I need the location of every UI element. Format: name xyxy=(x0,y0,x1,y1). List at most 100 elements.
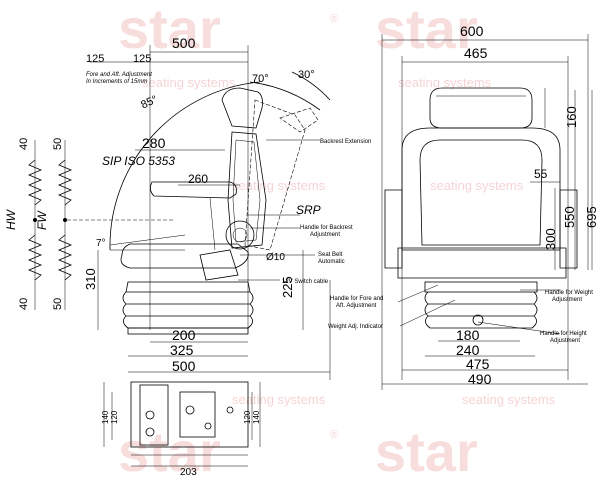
spring-labels: HW FW 40 40 50 50 xyxy=(4,138,64,310)
dim-600-top: 600 xyxy=(460,23,484,39)
seat-cushion-side xyxy=(120,243,249,269)
side-view-dims: 500 125 125 Fore and Aft. Adjustment In … xyxy=(83,35,321,374)
watermark-registered-2: ® xyxy=(330,429,338,441)
backrest-side xyxy=(227,131,267,249)
callout-backrest-extension: Backrest Extension xyxy=(320,139,371,145)
callout-handle-weight-1: Handle for Weight xyxy=(545,290,593,296)
armrest-right-front xyxy=(559,189,578,269)
dim-140-right: 140 xyxy=(252,410,261,424)
dim-500-top: 500 xyxy=(172,35,196,51)
callout-handle-fore-aft-1: Handle for Fore and xyxy=(330,296,383,302)
hw-pivot xyxy=(33,218,37,222)
srp-label: SRP xyxy=(296,203,321,217)
armrest-left-front xyxy=(384,189,403,269)
fw-pivot xyxy=(63,218,67,222)
headrest-side xyxy=(221,87,263,129)
fw-top-value: 50 xyxy=(52,138,64,150)
watermark-registered-1: ® xyxy=(330,13,338,25)
angle-30: 30° xyxy=(298,69,315,81)
seat-cushion-front xyxy=(397,247,567,279)
dim-325-bottom: 325 xyxy=(170,342,194,358)
callout-seat-belt-2: Automatic xyxy=(318,259,345,265)
spring-graphics xyxy=(27,140,175,310)
backrest-front xyxy=(401,127,561,251)
dim-550: 550 xyxy=(562,206,577,228)
headrest-front xyxy=(429,87,533,129)
base-plate-drawing xyxy=(103,381,261,467)
fore-aft-note-2: In Increments of 15mm xyxy=(86,79,147,85)
dim-300: 300 xyxy=(543,228,558,250)
angle-70: 70° xyxy=(252,73,269,85)
watermark-brand-top-left: star xyxy=(118,0,221,60)
hw-top-value: 40 xyxy=(18,138,30,150)
watermark-tagline-mid-right: seating systems xyxy=(430,178,524,193)
callout-weight-indicator: Weight Adj. Indicator xyxy=(328,324,383,330)
dim-475-bottom: 475 xyxy=(466,356,490,372)
watermark-tagline-top-right: seating systems xyxy=(398,75,492,90)
recline-mechanism xyxy=(225,220,255,250)
callout-switch-cable: 12V Switch cable xyxy=(282,279,329,285)
recline-arc-30 xyxy=(291,71,331,101)
callout-handle-fore-aft-2: Aft. Adjustment xyxy=(336,303,377,309)
dim-203: 203 xyxy=(180,467,197,478)
hw-label: HW xyxy=(4,208,18,230)
dim-125-right: 125 xyxy=(133,53,151,65)
dim-55: 55 xyxy=(534,167,548,181)
sip-label: SIP ISO 5353 xyxy=(102,154,175,168)
watermark-brand-top-right: star xyxy=(375,0,478,60)
front-view-callouts: Handle for Fore and Aft. Adjustment Weig… xyxy=(328,290,593,344)
dim-695: 695 xyxy=(584,206,599,228)
dim-500-bottom: 500 xyxy=(172,358,196,374)
armrest-side xyxy=(150,181,237,199)
dim-125-left: 125 xyxy=(86,53,104,65)
dim-120-right: 120 xyxy=(243,410,252,424)
callout-seat-belt-1: Seat Belt xyxy=(318,252,343,258)
dim-240-bottom: 240 xyxy=(456,342,480,358)
suspension-bellows xyxy=(122,281,254,335)
callout-handle-backrest-2: Adjustment xyxy=(310,232,340,238)
fw-spring xyxy=(57,159,73,206)
dim-200-bottom: 200 xyxy=(172,327,196,343)
watermark-tagline-top-left: seating systems xyxy=(142,75,236,90)
angle-7: 7° xyxy=(96,238,106,249)
watermark-tagline-mid-left: seating systems xyxy=(232,178,326,193)
front-view-dims: 600 465 160 55 550 695 300 180 240 475 4… xyxy=(456,23,599,387)
fw-bottom-value: 50 xyxy=(52,298,64,310)
fw-label: FW xyxy=(35,210,49,230)
dim-120-left: 120 xyxy=(110,410,119,424)
base-plate-dims: 203 120 140 120 140 xyxy=(101,410,261,478)
watermark-brand-bottom-right: star xyxy=(375,420,478,481)
recline-arc-70 xyxy=(249,81,321,111)
watermark: star star seating systems seating system… xyxy=(118,0,556,481)
side-view-callouts: Backrest Extension Handle for Backrest A… xyxy=(282,139,371,285)
callout-handle-height-1: Handle for Height xyxy=(540,331,587,337)
seat-belt-buckle xyxy=(199,249,239,281)
watermark-tagline-bottom-right: seating systems xyxy=(462,392,556,407)
base-plate-outline xyxy=(130,381,249,448)
dim-260: 260 xyxy=(188,172,208,186)
dim-280: 280 xyxy=(142,135,166,151)
watermark-tagline-bottom-left: seating systems xyxy=(232,392,326,407)
dim-225: 225 xyxy=(280,276,295,298)
height-knob-front xyxy=(472,314,484,326)
angle-85: 85° xyxy=(139,94,159,112)
callout-handle-weight-2: Adjustment xyxy=(552,297,582,303)
dim-465-top: 465 xyxy=(464,45,488,61)
dim-180-bottom: 180 xyxy=(456,327,480,343)
fore-aft-note-1: Fore and Aft. Adjustment xyxy=(86,72,152,78)
dim-diameter-10: Ø10 xyxy=(266,252,285,263)
hw-spring xyxy=(27,159,43,206)
dim-310: 310 xyxy=(83,268,98,290)
suspension-top-front xyxy=(424,281,538,293)
watermark-brand-bottom-left: star xyxy=(118,420,221,481)
front-view-seat xyxy=(381,34,593,390)
dim-140-left: 140 xyxy=(101,410,110,424)
side-view-seat xyxy=(90,45,331,380)
recline-arc-85 xyxy=(109,81,261,251)
callout-handle-height-2: Adjustment xyxy=(550,338,580,344)
callout-handle-backrest-1: Handle for Backrest xyxy=(300,225,353,231)
dim-490-bottom: 490 xyxy=(468,371,492,387)
hw-bottom-value: 40 xyxy=(18,298,30,310)
